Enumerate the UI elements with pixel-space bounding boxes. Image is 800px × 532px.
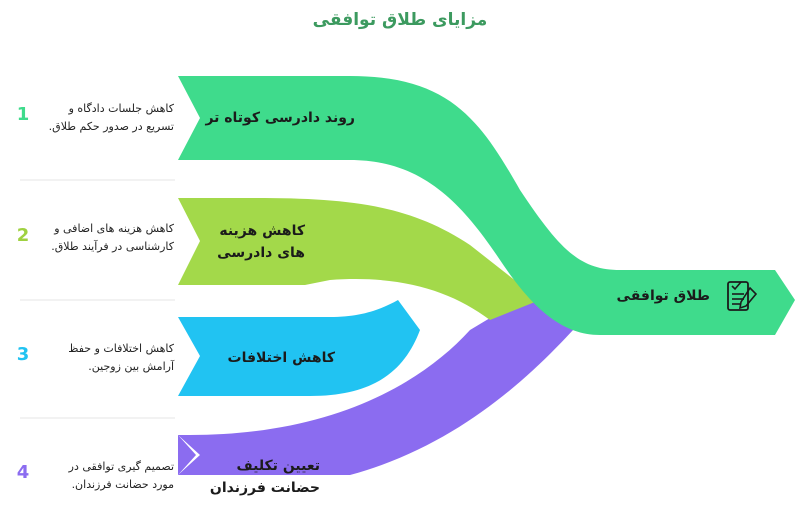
band-label-1: روند دادرسی کوتاه تر (205, 110, 355, 126)
target-label: طلاق توافقی (616, 288, 710, 304)
item-number-1: 1 (16, 104, 30, 125)
contract-pen-icon (727, 281, 758, 311)
item-number-2: 2 (16, 225, 30, 246)
item-desc-2: کاهش هزینه های اضافی و کارشناسی در فرآین… (51, 222, 174, 253)
item-desc-1: کاهش جلسات دادگاه و تسریع در صدور حکم طل… (48, 102, 174, 133)
item-desc-3: کاهش اختلافات و حفظ آرامش بین زوجین. (68, 342, 174, 373)
band-label-3: کاهش اختلافات (227, 350, 336, 366)
band-3 (178, 300, 420, 396)
item-number-3: 3 (16, 344, 30, 365)
band-label-4: تعیین تکلیف حضانت فرزندان (209, 458, 320, 496)
item-number-4: 4 (16, 462, 30, 483)
band-2 (178, 198, 540, 320)
band-1 (178, 76, 795, 335)
diagram-title: مزایای طلاق توافقی (312, 10, 488, 30)
band-label-2: کاهش هزینه های دادرسی (217, 223, 305, 261)
item-desc-4: تصمیم گیری توافقی در مورد حضانت فرزندان. (68, 460, 174, 491)
band-4 (178, 300, 600, 475)
